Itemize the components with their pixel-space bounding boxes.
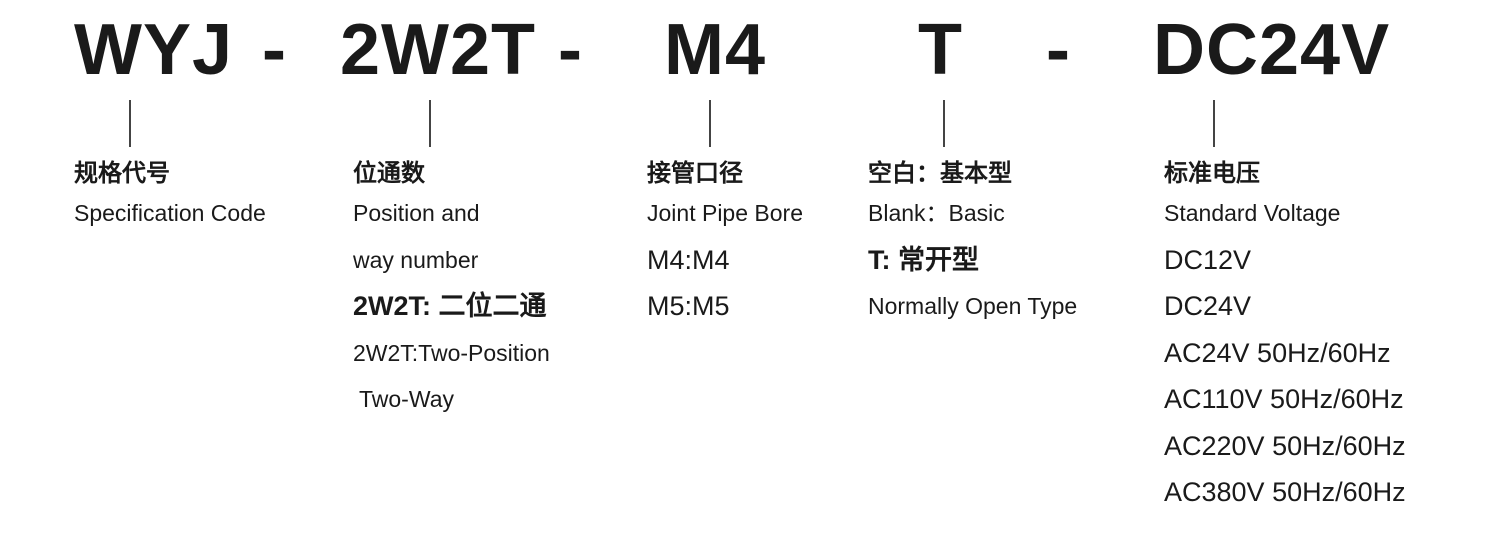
type-line: T: 常开型 [868, 244, 979, 275]
voltage-line: AC110V 50Hz/60Hz [1164, 384, 1404, 414]
code-bore: M4 [664, 10, 767, 90]
spec-title-cn: 规格代号 [74, 159, 170, 187]
voltage-title-cn: 标准电压 [1164, 159, 1260, 187]
connector-position [429, 100, 431, 147]
position-line: Two-Way [359, 386, 454, 412]
position-line: 2W2T: 二位二通 [353, 291, 547, 321]
code-position: 2W2T [340, 10, 537, 90]
code-dash-3: - [1046, 10, 1071, 90]
code-spec: WYJ [74, 10, 234, 90]
code-dash-1: - [262, 10, 287, 90]
position-line: way number [353, 246, 479, 273]
voltage-line: DC24V [1164, 291, 1252, 321]
bore-title-cn: 接管口径 [647, 159, 743, 187]
spec-line: Specification Code [74, 200, 266, 226]
position-title-cn: 位通数 [353, 159, 425, 187]
type-line: Blank：Basic [868, 200, 1005, 226]
voltage-line: Standard Voltage [1164, 200, 1341, 226]
connector-spec [129, 100, 131, 147]
type-title-cn: 空白：基本型 [868, 159, 1012, 187]
voltage-line: AC380V 50Hz/60Hz [1164, 477, 1406, 507]
position-line: 2W2T:Two-Position [353, 339, 550, 366]
column-type: 空白：基本型 Blank：Basic T: 常开型 Normally Open … [868, 156, 1077, 330]
voltage-line: DC12V [1164, 244, 1252, 275]
column-voltage: 标准电压 Standard Voltage DC12V DC24V AC24V … [1164, 156, 1406, 516]
voltage-line: AC24V 50Hz/60Hz [1164, 337, 1391, 368]
position-line: Position and [353, 200, 480, 226]
column-position: 位通数 Position and way number 2W2T: 二位二通 2… [353, 156, 550, 423]
code-dash-2: - [558, 10, 583, 90]
type-line: Normally Open Type [868, 293, 1078, 319]
code-type: T [918, 10, 963, 90]
connector-bore [709, 100, 711, 147]
bore-line: Joint Pipe Bore [647, 200, 803, 226]
connector-type [943, 100, 945, 147]
bore-line: M4:M4 [647, 244, 730, 275]
column-spec: 规格代号 Specification Code [74, 156, 266, 237]
connector-voltage [1213, 100, 1215, 147]
code-voltage: DC24V [1153, 10, 1391, 90]
voltage-line: AC220V 50Hz/60Hz [1164, 430, 1406, 461]
column-bore: 接管口径 Joint Pipe Bore M4:M4 M5:M5 [647, 156, 803, 330]
bore-line: M5:M5 [647, 291, 730, 321]
